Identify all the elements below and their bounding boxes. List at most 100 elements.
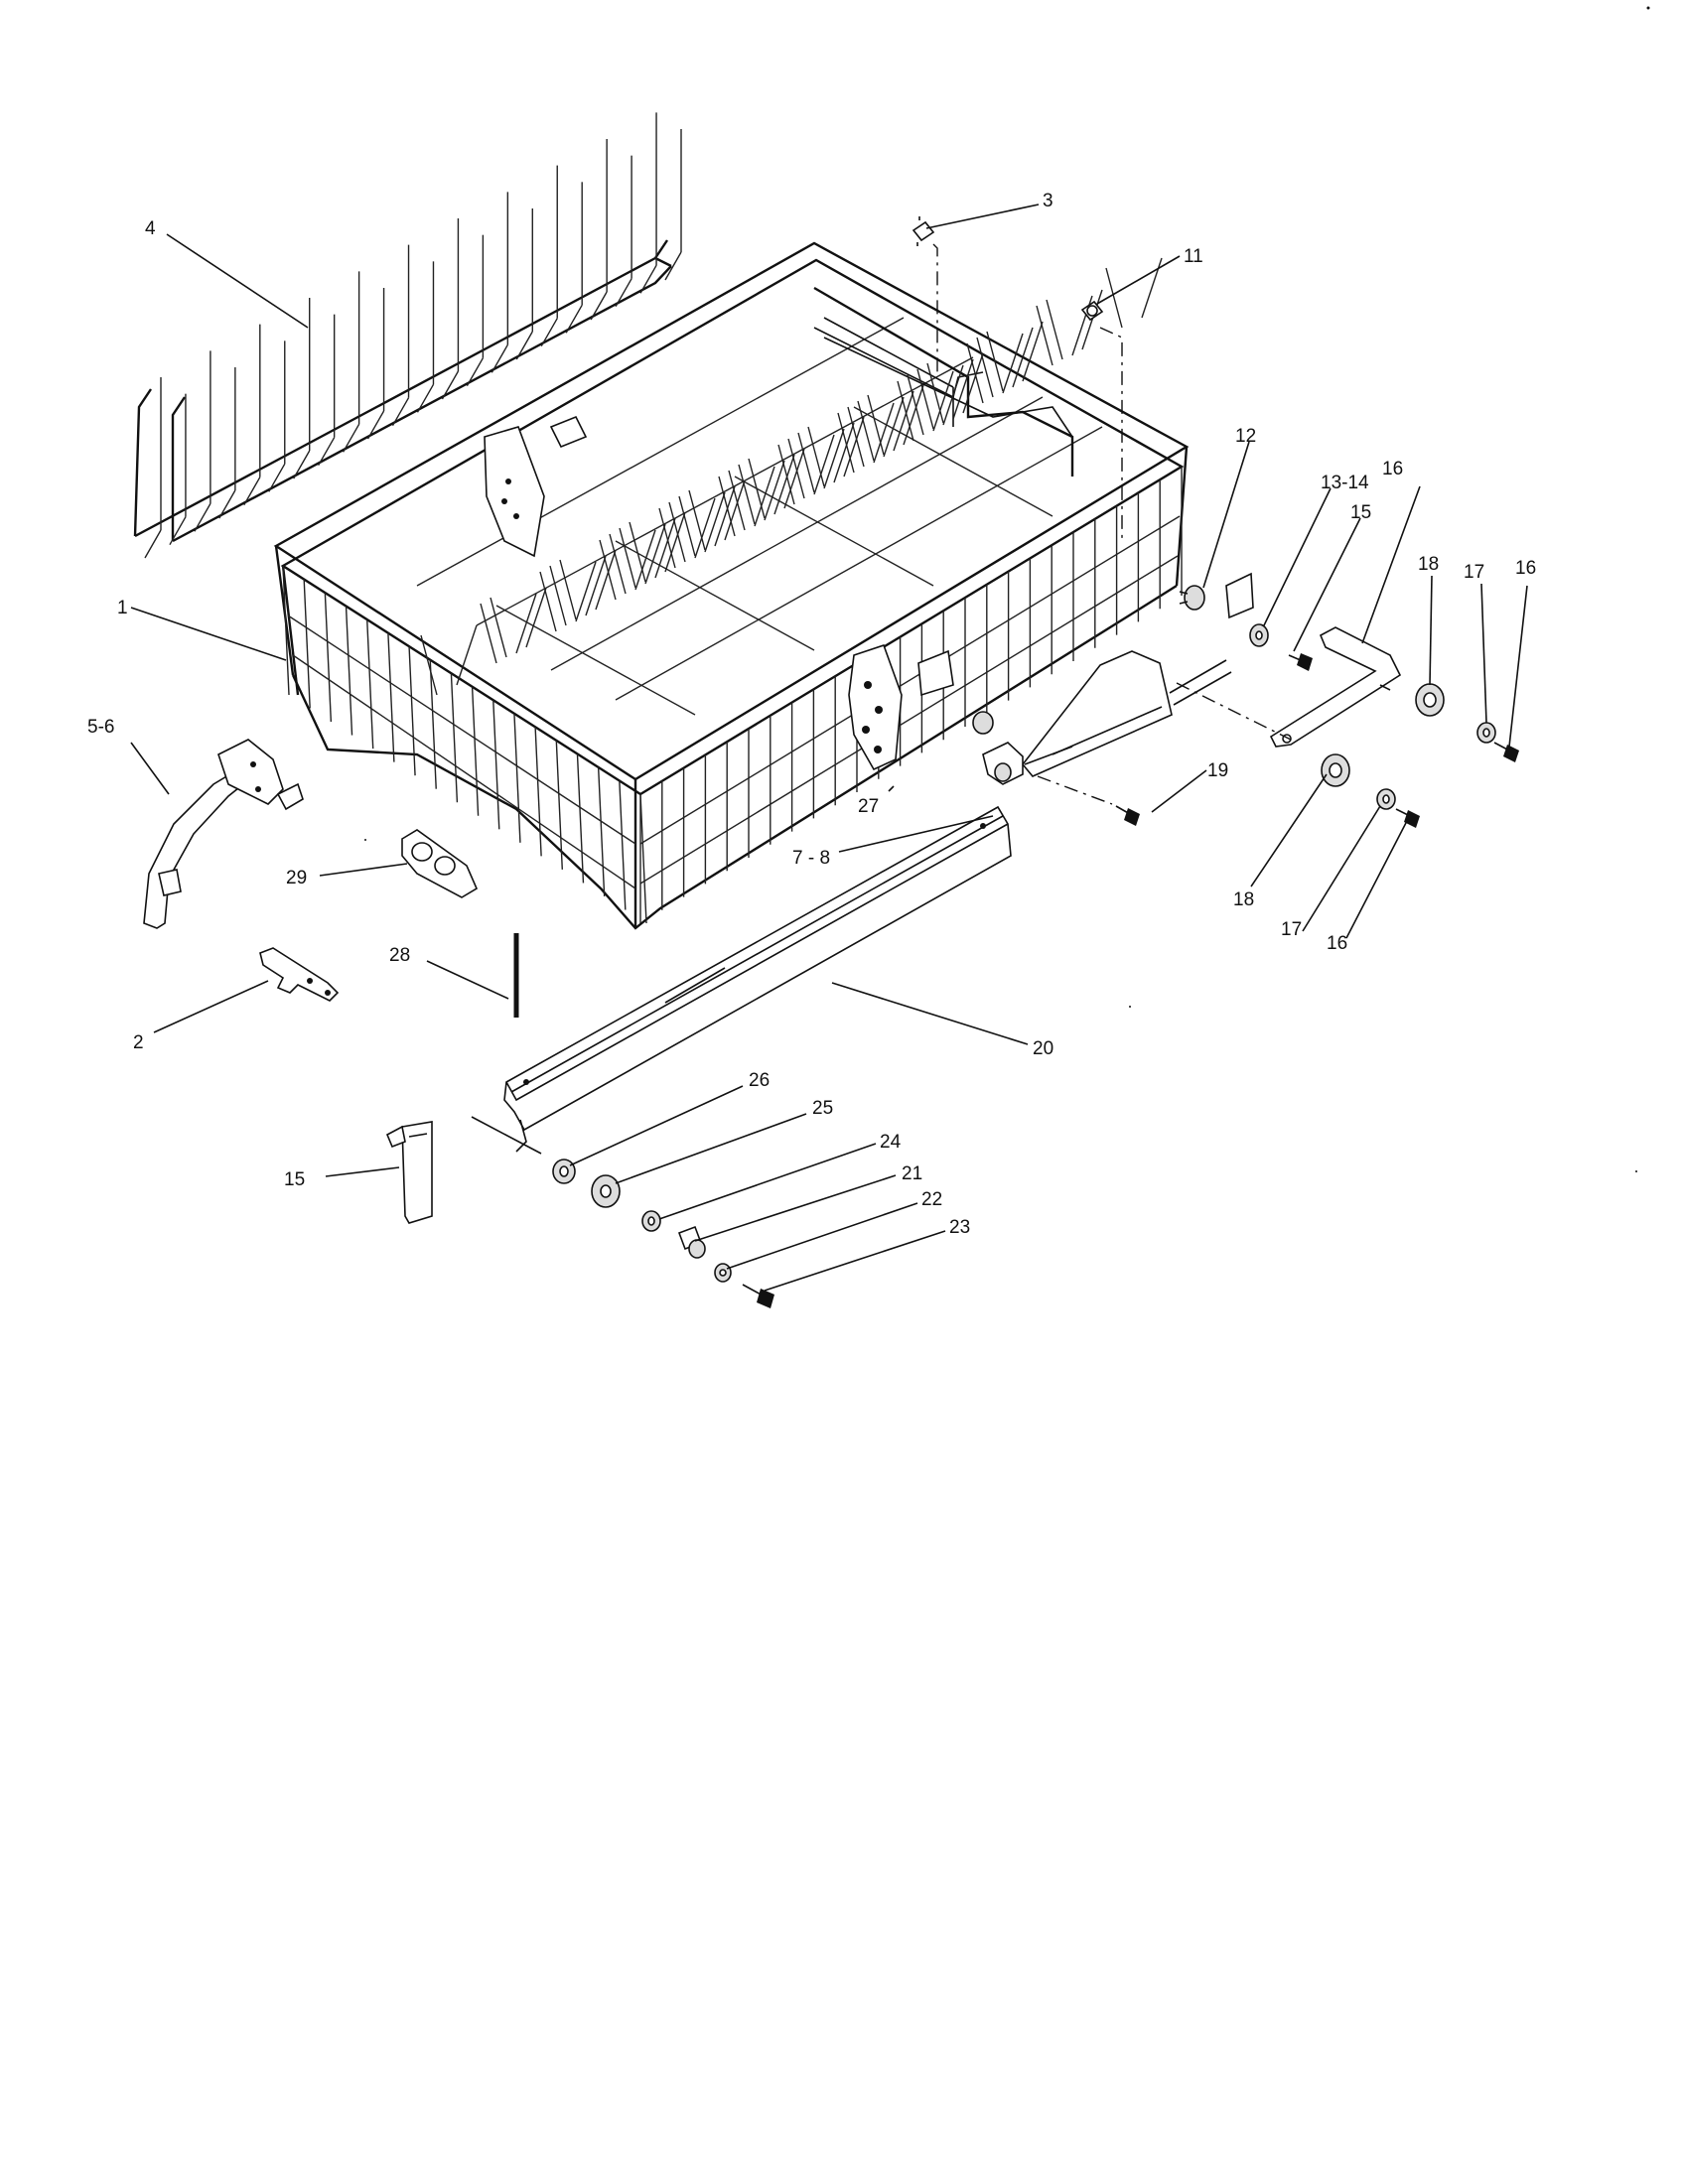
rack-spike	[619, 527, 636, 589]
part-19-screw	[1037, 775, 1140, 826]
rack-spike	[575, 561, 597, 622]
rack-spike	[873, 402, 895, 464]
part-27-bracket	[972, 711, 1073, 785]
label-3: 3	[1043, 191, 1053, 211]
tine-foot	[590, 291, 608, 321]
rack-front-wire	[619, 780, 627, 910]
rack-front-wire	[303, 579, 311, 709]
rack-spike	[595, 549, 617, 611]
tine-foot	[416, 383, 435, 413]
tine-foot	[491, 343, 508, 373]
label-22: 22	[921, 1189, 942, 1210]
tine-foot	[243, 477, 261, 506]
rack-spike	[883, 396, 905, 458]
label-17-upper: 17	[1464, 562, 1484, 583]
rack-front-wire	[555, 740, 563, 870]
label-24: 24	[880, 1132, 902, 1153]
rack-spike	[678, 495, 696, 557]
tine-foot	[169, 516, 187, 546]
tine-foot	[441, 370, 460, 400]
label-5-6: 5-6	[87, 717, 114, 738]
rack-front-wire	[492, 700, 500, 830]
tine-foot	[144, 529, 162, 559]
rack-spike	[897, 380, 914, 442]
rack-spike	[783, 448, 805, 509]
label-23: 23	[949, 1217, 970, 1238]
rack-side-rail	[639, 555, 1179, 885]
part-2-clip	[259, 947, 340, 1002]
label-20: 20	[1033, 1038, 1053, 1059]
rack-front-wire	[513, 713, 521, 843]
label-26: 26	[749, 1070, 770, 1091]
tine-foot	[639, 264, 657, 294]
rack-spike	[644, 523, 666, 585]
part-5-6-guide	[143, 739, 304, 929]
rack-spike	[787, 438, 805, 499]
part-11-washer	[1249, 623, 1269, 647]
rack-spike	[833, 422, 855, 483]
rack-front-rail	[292, 654, 636, 889]
rack-spike	[926, 362, 944, 424]
rack-spike	[704, 491, 726, 553]
rack-spike	[837, 412, 855, 474]
rack-spike	[777, 444, 795, 505]
rack-spike	[599, 539, 617, 601]
label-15: 15	[284, 1169, 305, 1190]
rack-spike	[629, 521, 646, 583]
part-18-roller-lower	[1321, 753, 1350, 787]
label-4: 4	[145, 218, 156, 239]
rack-spike	[738, 464, 756, 525]
part-16-screw-lower	[1395, 808, 1420, 828]
rack-spike	[748, 458, 766, 519]
label-1: 1	[117, 598, 128, 618]
tine-foot	[343, 423, 360, 453]
part-23-screw	[742, 1284, 774, 1308]
part-9-clip	[1080, 300, 1123, 541]
rack-spike	[688, 489, 706, 551]
rack-spike	[823, 428, 845, 489]
rack-spike	[525, 587, 547, 648]
rack-spike	[764, 460, 785, 521]
label-18-upper: 18	[1418, 554, 1439, 575]
rack-spike	[754, 466, 775, 527]
part-17-washer-upper	[1476, 722, 1496, 744]
tine-foot	[366, 410, 385, 440]
label-17-lower: 17	[1281, 919, 1302, 940]
label-10: 12	[1235, 426, 1256, 447]
rack-spike	[1105, 267, 1123, 329]
tine-foot	[293, 450, 311, 479]
rack-spike	[1046, 299, 1063, 360]
part-26-roller	[552, 1159, 576, 1184]
label-27: 27	[858, 796, 879, 817]
part-3-clip	[912, 216, 938, 377]
rack-spike	[658, 507, 676, 569]
label-11: 13-14	[1321, 473, 1369, 493]
label-12: 15	[1350, 502, 1371, 523]
rack-front-wire	[324, 593, 333, 723]
label-18-lower: 18	[1233, 889, 1254, 910]
rack-spike	[942, 364, 964, 426]
rack-spike	[1002, 333, 1024, 394]
rack-spike	[724, 479, 746, 541]
tine-foot	[540, 318, 558, 347]
rack-spike	[515, 593, 537, 654]
tine-foot	[194, 502, 211, 532]
rack-spike	[694, 497, 716, 559]
rack-front-wire	[387, 632, 395, 762]
rack-spike	[962, 352, 984, 414]
rack-spike	[932, 370, 954, 432]
part-16-screw-upper	[1493, 742, 1519, 762]
rack-spike	[916, 368, 934, 430]
rack-spike	[966, 342, 984, 404]
rack-front-wire	[534, 727, 542, 857]
tine-foot	[466, 357, 484, 387]
rack-spike	[609, 533, 627, 595]
rack-spike	[585, 555, 607, 616]
part-17-washer-lower	[1376, 788, 1396, 810]
rack-front-wire	[639, 793, 647, 924]
part-20-rail	[503, 805, 1012, 1153]
leader-lines	[130, 204, 1528, 1292]
rack-spike	[773, 454, 795, 515]
tine-foot	[664, 251, 682, 281]
part-15-bracket	[385, 1121, 433, 1224]
